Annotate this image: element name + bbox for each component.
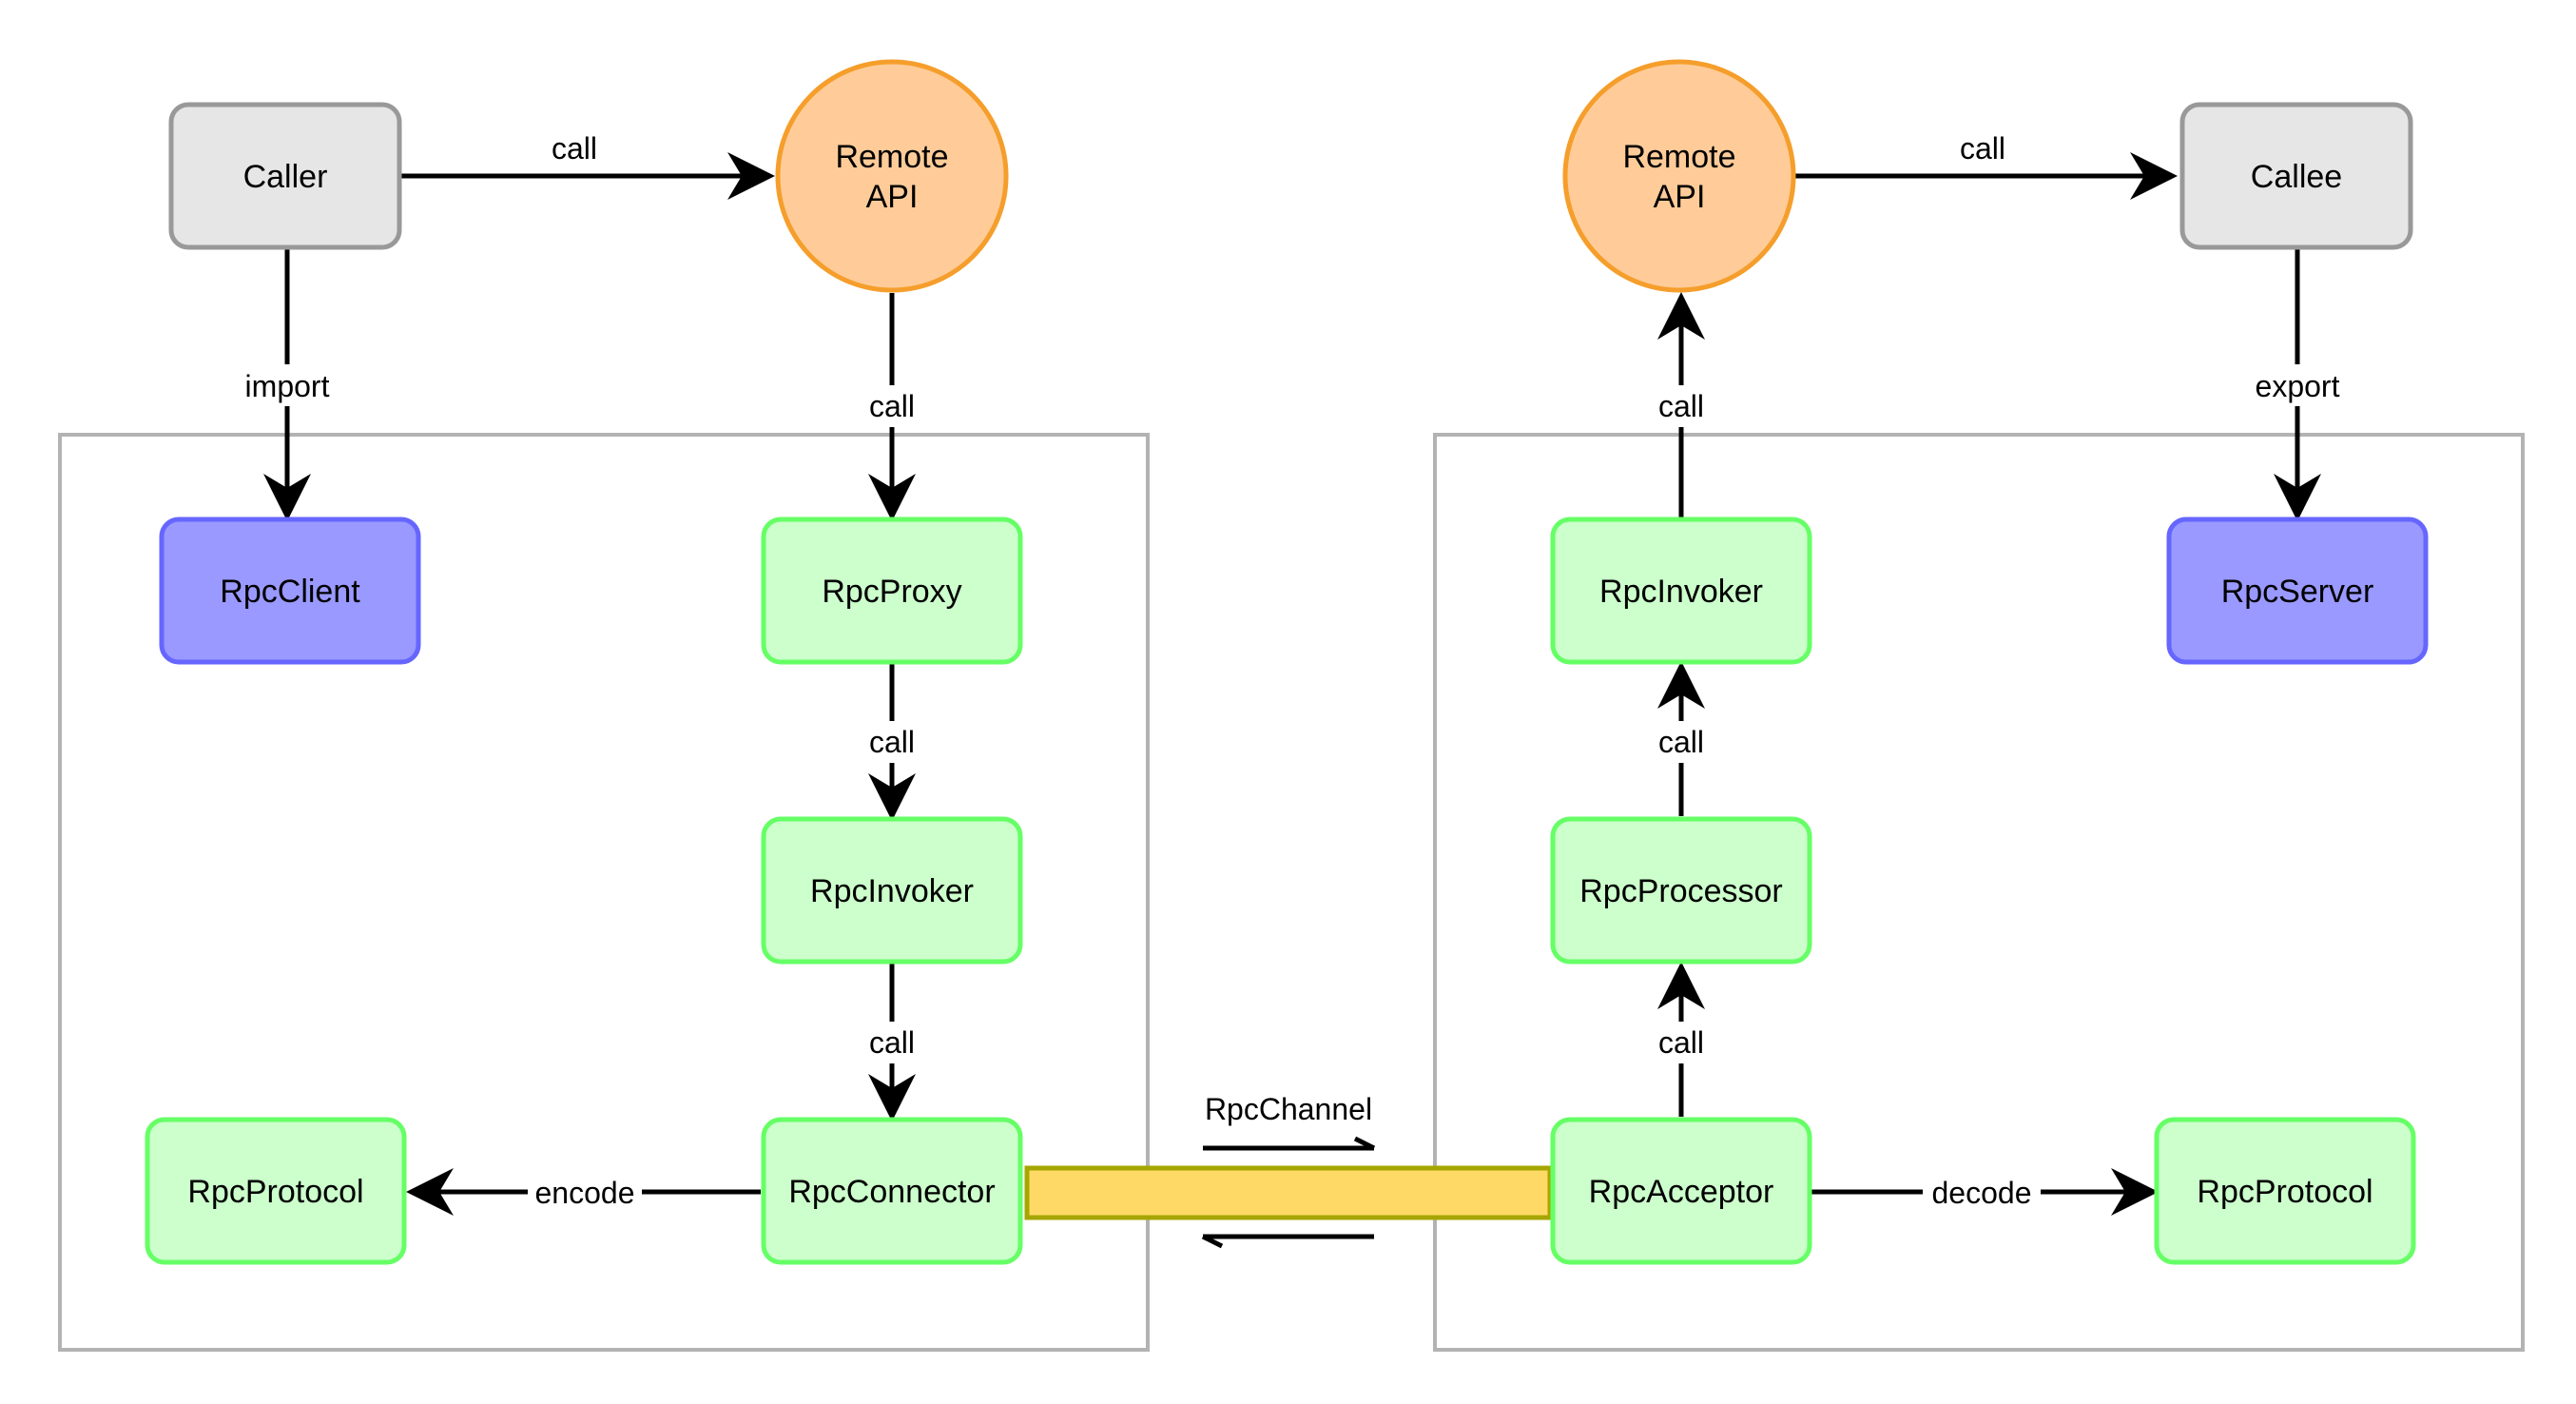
svg-text:call: call [869, 389, 915, 423]
edge-rpc-connector-to-rpc-protocol: encode [406, 1168, 761, 1216]
node-rpc-protocol-right: RpcProtocol [2154, 1117, 2416, 1265]
node-caller: Caller [168, 102, 402, 250]
client-side-frame [58, 433, 1150, 1352]
node-rpc-proxy: RpcProxy [761, 517, 1023, 665]
edge-rpc-acceptor-to-rpc-processor: call [1645, 962, 1717, 1117]
svg-text:RpcProxy: RpcProxy [822, 574, 961, 610]
channel-backward-arrow-icon [1201, 1234, 1374, 1249]
edge-rpc-acceptor-to-rpc-protocol: decode [1811, 1168, 2159, 1216]
svg-text:RpcProtocol: RpcProtocol [187, 1174, 363, 1210]
node-rpc-connector: RpcConnector [761, 1117, 1023, 1265]
edge-rpc-invoker-to-remote-api: call [1645, 292, 1717, 517]
svg-text:export: export [2256, 369, 2340, 403]
svg-text:RpcAcceptor: RpcAcceptor [1589, 1174, 1774, 1210]
node-remote-api-left: Remote API [775, 59, 1009, 293]
svg-text:encode: encode [535, 1176, 635, 1210]
edge-caller-to-remote-api: call [401, 131, 775, 200]
svg-text:RpcInvoker: RpcInvoker [1599, 574, 1763, 610]
svg-text:call: call [869, 1025, 915, 1060]
svg-text:Remote: Remote [1622, 139, 1735, 175]
node-remote-api-right: Remote API [1562, 59, 1796, 293]
edge-rpc-invoker-to-rpc-connector: call [856, 964, 928, 1121]
svg-text:RpcClient: RpcClient [220, 574, 360, 610]
svg-text:API: API [866, 179, 919, 215]
edge-rpc-processor-to-rpc-invoker: call [1645, 661, 1717, 816]
svg-text:API: API [1654, 179, 1706, 215]
node-rpc-protocol-left: RpcProtocol [145, 1117, 407, 1265]
svg-text:import: import [245, 369, 330, 403]
svg-text:Remote: Remote [835, 139, 948, 175]
svg-text:RpcInvoker: RpcInvoker [810, 873, 974, 909]
rpc-channel-bar [1024, 1165, 1553, 1220]
svg-text:call: call [1658, 389, 1704, 423]
node-rpc-client: RpcClient [159, 517, 421, 665]
svg-text:Callee: Callee [2251, 159, 2342, 195]
svg-text:call: call [1658, 725, 1704, 759]
edge-callee-to-rpc-server: export [2240, 249, 2354, 521]
edge-rpc-proxy-to-rpc-invoker: call [856, 664, 928, 821]
svg-text:call: call [1658, 1025, 1704, 1060]
edge-remote-api-to-callee: call [1794, 131, 2178, 200]
svg-text:RpcProtocol: RpcProtocol [2197, 1174, 2373, 1210]
svg-text:RpcServer: RpcServer [2221, 574, 2374, 610]
node-rpc-processor: RpcProcessor [1550, 816, 1812, 965]
node-rpc-invoker-right: RpcInvoker [1550, 517, 1812, 665]
rpc-channel-label: RpcChannel [1205, 1092, 1372, 1126]
svg-text:call: call [1960, 131, 2005, 166]
node-callee: Callee [2179, 102, 2413, 250]
svg-text:Caller: Caller [243, 159, 328, 195]
svg-text:RpcConnector: RpcConnector [788, 1174, 995, 1210]
server-side-frame [1433, 433, 2525, 1352]
edge-remote-api-to-rpc-proxy: call [856, 293, 928, 521]
svg-text:call: call [552, 131, 597, 166]
svg-text:decode: decode [1932, 1176, 2032, 1210]
channel-forward-arrow-icon [1203, 1136, 1376, 1151]
edge-caller-to-rpc-client: import [233, 249, 339, 521]
node-rpc-acceptor: RpcAcceptor [1550, 1117, 1812, 1265]
node-rpc-invoker-left: RpcInvoker [761, 816, 1023, 965]
node-rpc-server: RpcServer [2166, 517, 2429, 665]
svg-text:RpcProcessor: RpcProcessor [1579, 873, 1783, 909]
svg-text:call: call [869, 725, 915, 759]
